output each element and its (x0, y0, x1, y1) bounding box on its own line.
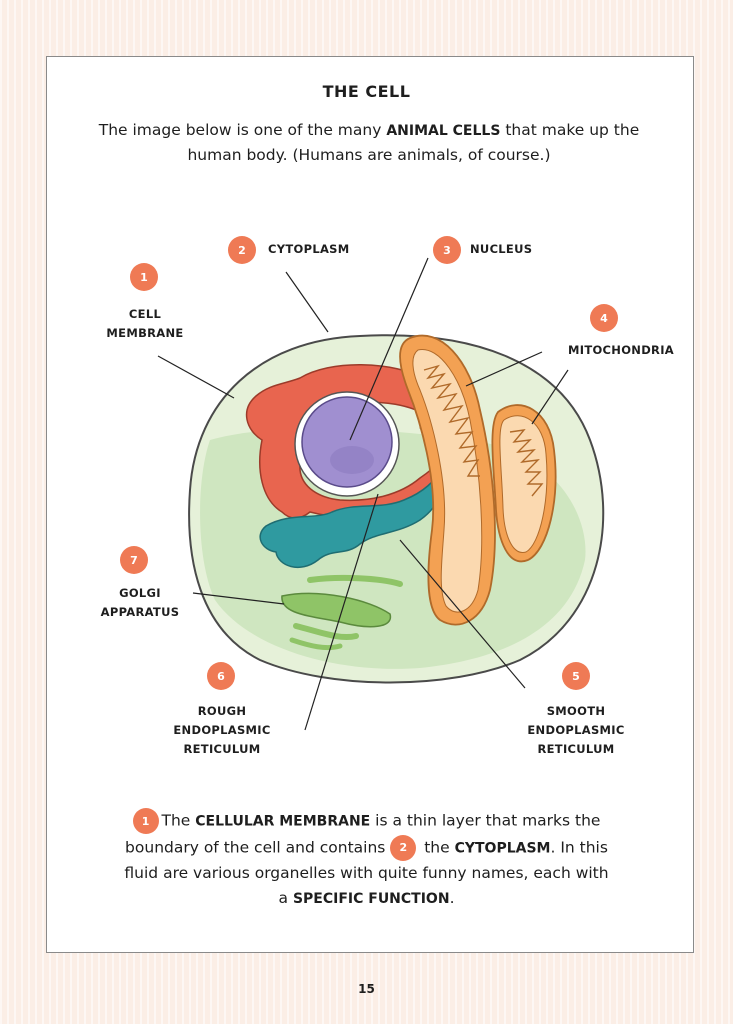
label-cell-membrane-line2: MEMBRANE (106, 326, 184, 340)
smooth-er-shape (259, 467, 443, 569)
leader-line-rough-er (304, 493, 379, 731)
badge-golgi: 7 (120, 546, 148, 574)
nucleolus (330, 446, 374, 474)
badge-smooth-er: 5 (562, 662, 590, 690)
badge-nucleus: 3 (433, 236, 461, 264)
label-cell-membrane-line1: CELL (128, 307, 162, 321)
mitochondrion-1-cristae (423, 364, 480, 477)
golgi-stack-3 (293, 623, 359, 640)
label-smooth-er-line1: SMOOTH ENDOPLASMIC (527, 704, 625, 737)
label-rough-er-line1: ROUGH ENDOPLASMIC (173, 704, 271, 737)
golgi-stack-4 (289, 637, 343, 651)
inline-badge-2: 2 (390, 834, 417, 861)
label-mitochondria: MITOCHONDRIA (568, 343, 674, 357)
desc-emphasis-membrane: CELLULAR MEMBRANE (195, 813, 371, 830)
desc-text-4: . In this fluid are various organelles w… (124, 838, 609, 907)
label-rough-er-line2: RETICULUM (183, 742, 261, 756)
label-smooth-er: SMOOTH ENDOPLASMIC RETICULUM (500, 702, 652, 759)
label-golgi: GOLGI APPARATUS (98, 584, 182, 622)
label-nucleus: NUCLEUS (470, 242, 533, 256)
desc-text-1: The (161, 811, 196, 830)
badge-cell-membrane: 1 (130, 263, 158, 291)
desc-text-2: is a thin layer that marks the boundary … (125, 811, 601, 857)
inline-badge-1: 1 (132, 808, 159, 834)
label-golgi-line1: GOLGI (119, 586, 161, 600)
badge-cytoplasm: 2 (228, 236, 256, 264)
leader-line-cell-membrane (157, 355, 235, 399)
golgi-stack-2 (281, 592, 392, 628)
intro-text-2: that make up the human body. (Humans are… (187, 121, 640, 164)
leader-line-nucleus (349, 257, 429, 441)
leader-line-golgi (192, 592, 285, 605)
desc-text-5: . (449, 889, 455, 907)
leader-line-cytoplasm (285, 271, 329, 333)
label-smooth-er-line2: RETICULUM (537, 742, 615, 756)
label-golgi-line2: APPARATUS (100, 605, 180, 619)
leader-line-mitochondria-b (531, 369, 569, 425)
desc-text-3: the (419, 838, 455, 856)
mitochondrion-2-cristae (509, 429, 544, 497)
label-rough-er: ROUGH ENDOPLASMIC RETICULUM (148, 702, 296, 759)
page-title: THE CELL (322, 82, 411, 101)
desc-emphasis-cytoplasm: CYTOPLASM (454, 840, 551, 856)
page-number: 15 (358, 982, 375, 996)
intro-emphasis: ANIMAL CELLS (386, 123, 501, 139)
leader-line-mitochondria-a (465, 351, 543, 387)
intro-paragraph: The image below is one of the many ANIMA… (95, 118, 643, 167)
label-cytoplasm: CYTOPLASM (268, 242, 350, 256)
mitochondrion-2-inner (499, 415, 548, 553)
badge-rough-er: 6 (207, 662, 235, 690)
leader-line-smooth-er (399, 539, 526, 689)
label-cell-membrane: CELL MEMBRANE (95, 305, 195, 343)
badge-mitochondria: 4 (590, 304, 618, 332)
intro-text-1: The image below is one of the many (98, 121, 387, 139)
mitochondrion-1-inner (412, 349, 483, 613)
desc-emphasis-function: SPECIFIC FUNCTION (292, 891, 450, 907)
golgi-stack-1 (307, 574, 403, 587)
